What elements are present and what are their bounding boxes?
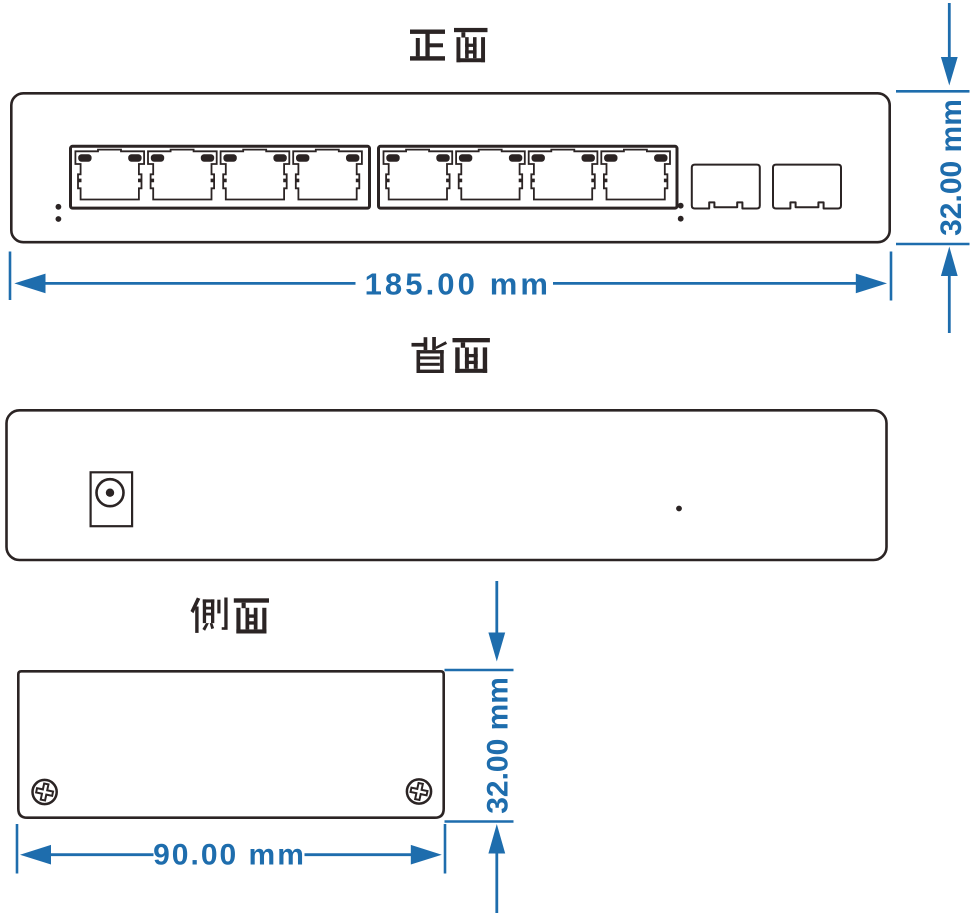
svg-text:185.00 mm: 185.00 mm [365, 267, 551, 302]
svg-text:32.00 mm: 32.00 mm [481, 677, 514, 814]
svg-text:90.00 mm: 90.00 mm [153, 839, 306, 872]
svg-text:32.00 mm: 32.00 mm [935, 99, 968, 236]
